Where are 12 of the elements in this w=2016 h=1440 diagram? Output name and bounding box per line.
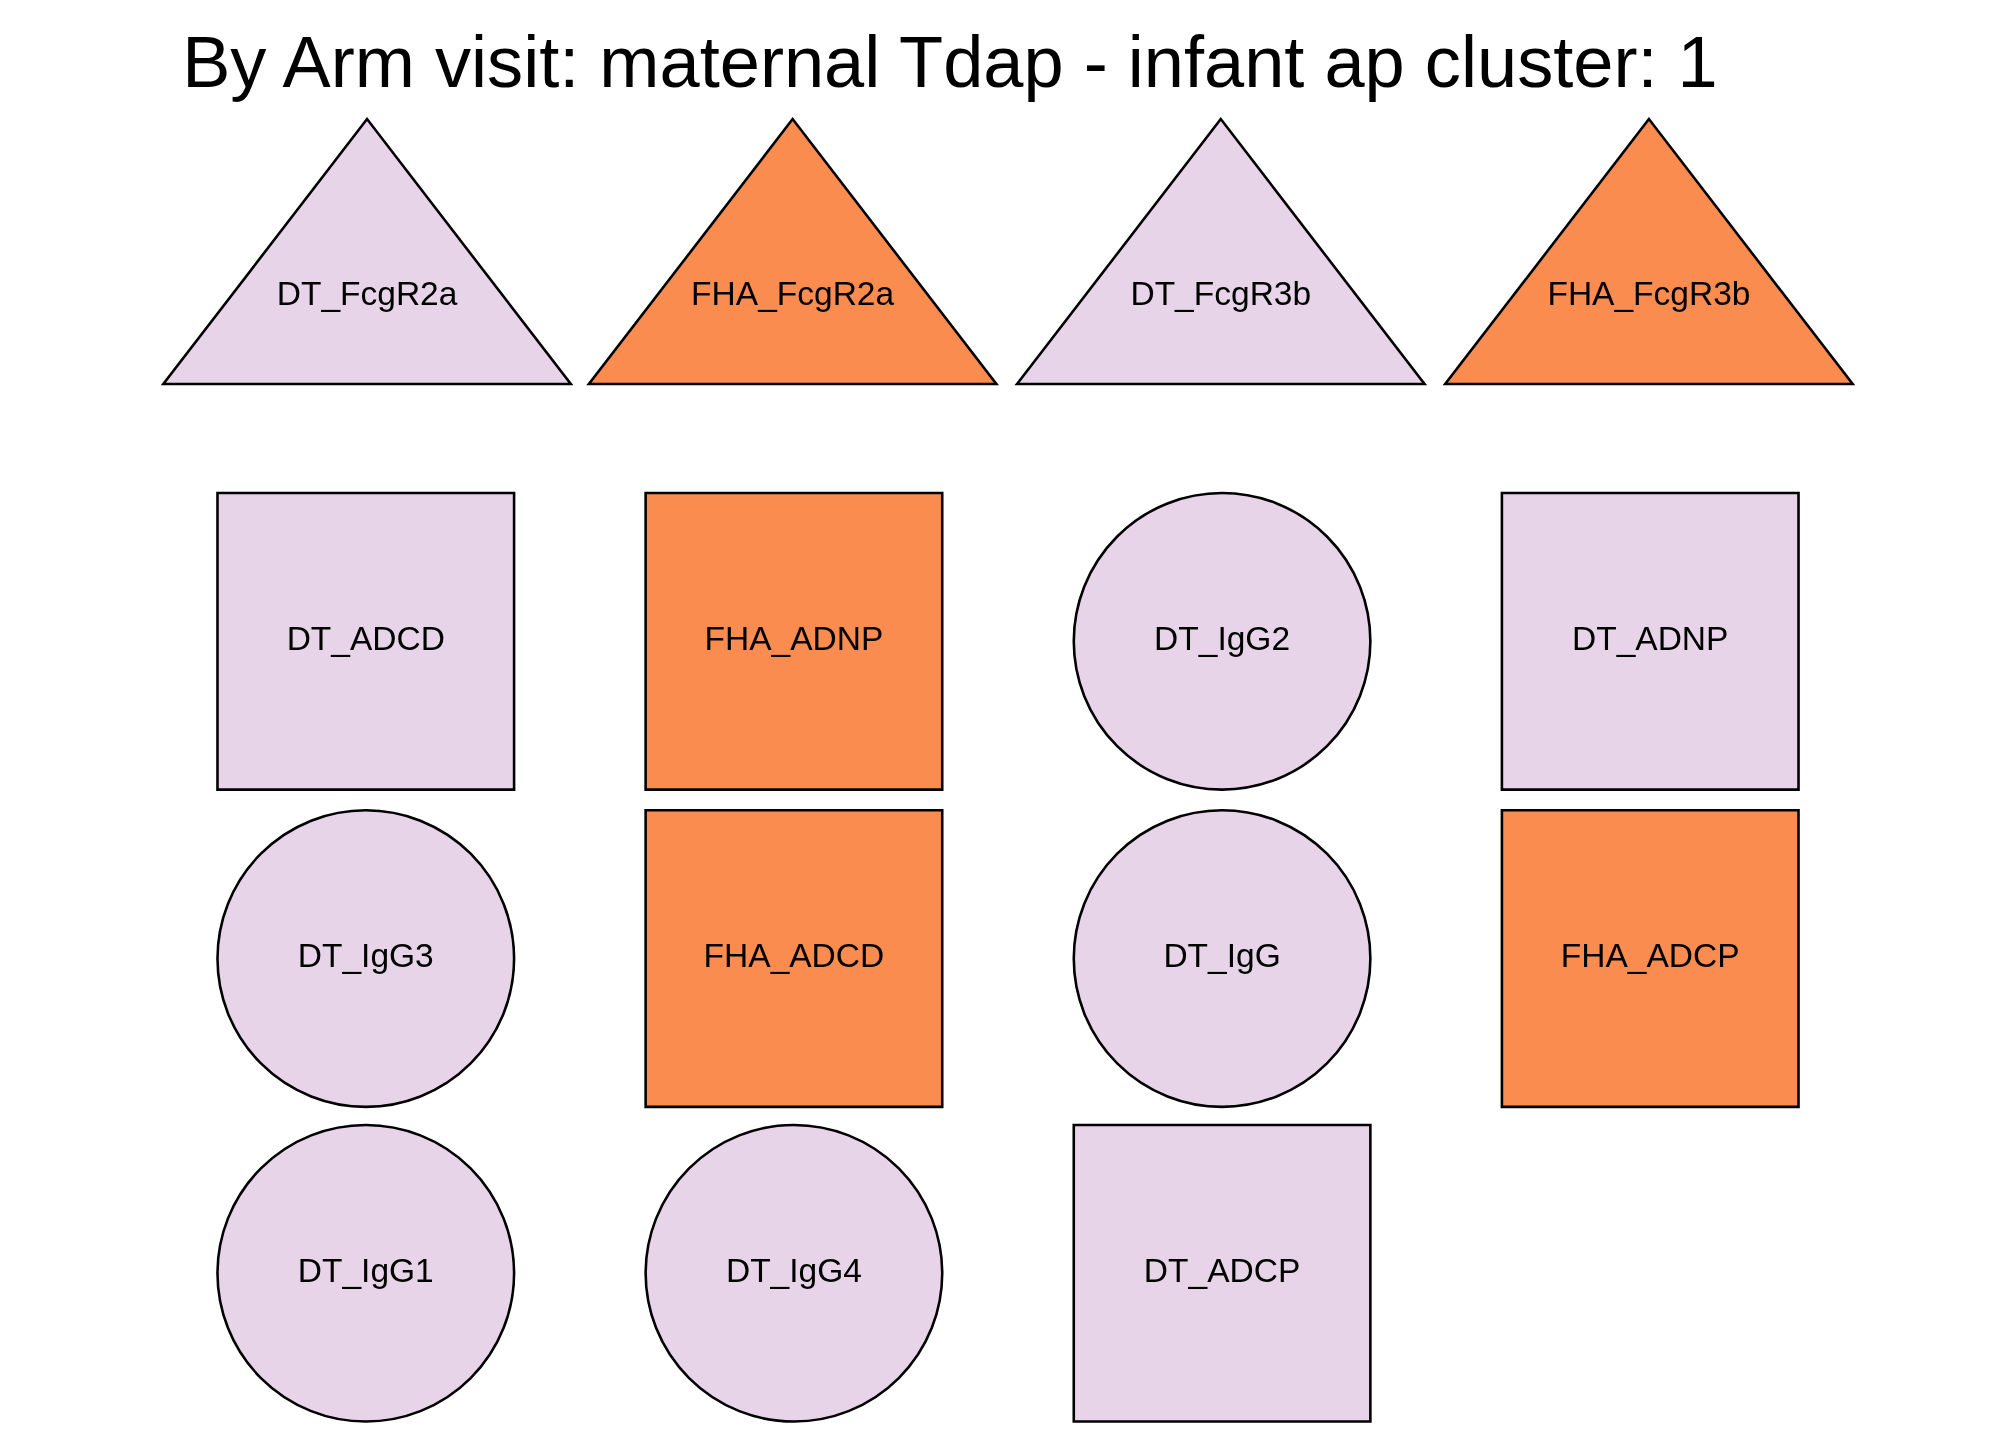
node-box: DT_ADCD — [216, 491, 516, 791]
diagram-title: By Arm visit: maternal Tdap - infant ap cluster: 1 — [182, 21, 1718, 102]
node-box: DT_ADCP — [1072, 1123, 1372, 1423]
node-circle: DT_IgG4 — [644, 1123, 944, 1423]
node-box: DT_ADNP — [1500, 491, 1800, 791]
node-circle: DT_IgG1 — [216, 1123, 516, 1423]
node-circle: DT_IgG2 — [1072, 491, 1372, 791]
node-box: FHA_ADCD — [644, 809, 944, 1109]
node-circle: DT_IgG3 — [216, 809, 516, 1109]
node-circle: DT_IgG — [1072, 809, 1372, 1109]
node-box: FHA_ADCP — [1500, 809, 1800, 1109]
node-box: FHA_ADNP — [644, 491, 944, 791]
